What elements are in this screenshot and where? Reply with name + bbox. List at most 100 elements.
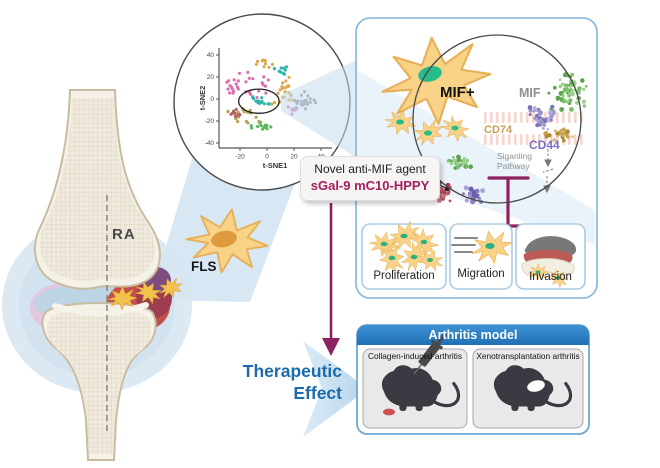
scatter-dot-pink-left (237, 71, 241, 75)
agent-hppy-blob (467, 191, 472, 196)
agent-mif-blob (458, 159, 462, 162)
mif-protein-blob (558, 84, 563, 89)
cd74-receptor-blob (550, 104, 555, 109)
agent-gal9-blob (437, 198, 442, 203)
scatter-dot-maroon-bl (229, 112, 233, 116)
scatter-dot-teal-circled (251, 96, 256, 101)
mif-protein-blob (569, 107, 574, 112)
invasion-label: Invasion (529, 271, 572, 283)
scatter-dot-orange-main (276, 91, 280, 96)
membrane-lipid (490, 112, 493, 123)
scatter-dot-pink-left (251, 77, 255, 81)
agent-gal9-blob (448, 199, 452, 203)
mif-protein-blob (582, 87, 586, 91)
y-tick-label: -20 (205, 118, 215, 125)
scatter-dot-green-bottom (249, 124, 253, 128)
scatter-dot-orange-main (272, 101, 277, 105)
agent-label-box: Novel anti-MIF agent sGal-9 mC10-HPPY (300, 156, 440, 201)
mif-protein-blob (569, 85, 572, 88)
mif-protein-blob (561, 82, 565, 86)
scatter-dot-teal-topright (279, 66, 283, 70)
cluster-highlight-ellipse (237, 88, 280, 114)
therapy-arrow-down (322, 203, 340, 356)
mif-protein-blob (581, 99, 586, 104)
cd74-receptor-blob (538, 119, 544, 125)
scatter-dot-teal-circled (262, 102, 266, 106)
cd44-receptor-blob (553, 129, 557, 133)
scatter-dot-orange-top (267, 65, 271, 69)
agent-mif-blob (447, 158, 451, 163)
membrane-lipid (580, 134, 583, 145)
membrane-lipid (532, 112, 535, 123)
x-tick-label: 0 (265, 154, 269, 161)
membrane-lipid (574, 112, 577, 123)
scatter-dot-pink-left (262, 75, 266, 79)
scatter-dot-orange-top (256, 59, 260, 64)
membrane-lipid (484, 134, 487, 145)
scatter-dot-orange-main (281, 81, 285, 85)
arthritis-model-header: Arthritis model (428, 328, 518, 342)
agent-mif-blob (464, 165, 468, 168)
cd44-label: CD44 (529, 138, 560, 152)
membrane-lipid (502, 134, 505, 145)
mif-protein-blob (584, 84, 588, 88)
mif-protein-blob (580, 78, 585, 83)
membrane-lipid (514, 134, 517, 145)
agent-mif-blob (461, 161, 465, 166)
cd44-receptor-blob (552, 138, 557, 143)
scatter-dot-pink-left (228, 84, 232, 88)
cd74-receptor-blob (532, 106, 537, 110)
scatter-dot-pink-left (266, 78, 270, 82)
membrane-lipid (574, 134, 577, 145)
mif-protein-blob (582, 104, 587, 108)
knee-joint-illustration (2, 89, 192, 461)
mif-protein-blob (577, 86, 582, 91)
membrane-lipid (526, 112, 529, 123)
membrane-lipid (538, 134, 541, 145)
agent-hppy-blob (464, 198, 469, 203)
scatter-dot-olive-bl (236, 120, 240, 124)
mif-protein-blob (558, 78, 562, 82)
scatter-dot-maroon-bl (233, 114, 237, 118)
scatter-dot-pink-left (226, 87, 230, 91)
y-tick-label: 40 (207, 52, 215, 59)
scatter-dot-orange-main (287, 75, 291, 79)
mif-protein-blob (568, 98, 573, 103)
x-tick-label: -20 (235, 154, 245, 161)
scatter-dot-teal-circled (256, 100, 260, 104)
beam-inside-panel (357, 70, 595, 245)
membrane-lipid (484, 112, 487, 123)
cd74-receptor-blob (533, 116, 537, 120)
scatter-dot-orange-top (254, 62, 258, 66)
membrane-lipid (496, 112, 499, 123)
signaling-label-line2: Pathway (497, 161, 530, 171)
cd44-receptor-blob (547, 133, 552, 138)
therapeutic-chevron-icon (303, 341, 368, 437)
agent-hppy-blob (471, 189, 477, 195)
scatter-dot-orange-main (284, 79, 288, 83)
scatter-dot-teal-circled (254, 99, 258, 103)
scatter-dot-olive-bl (244, 119, 248, 123)
agent-gal9-blob (440, 193, 445, 199)
agent-line1: Novel anti-MIF agent (314, 162, 426, 176)
scatter-dot-orange-main (287, 84, 291, 88)
agent-hppy-blob (463, 185, 469, 191)
mif-protein-blob (567, 93, 571, 98)
membrane-lipid (568, 112, 571, 123)
mif-protein-blob (566, 91, 569, 95)
agent-mif-blob (455, 162, 459, 166)
scatter-dot-teal-topright (272, 67, 276, 71)
scatter-dot-teal-topright (277, 69, 281, 73)
cd44-receptor-blob (562, 134, 566, 138)
mif-protein-blob (570, 91, 575, 97)
agent-mif-blob (449, 161, 454, 166)
agent-hppy-blob (462, 192, 465, 196)
scatter-dot-orange-top (262, 65, 266, 69)
cd44-receptor-blob (556, 135, 559, 138)
y-tick-label: -40 (205, 140, 215, 147)
syringe-icon (413, 332, 447, 375)
fls-label: FLS (191, 259, 217, 274)
mif-protein-blob (547, 91, 551, 95)
scatter-dot-pink-left (260, 81, 264, 85)
